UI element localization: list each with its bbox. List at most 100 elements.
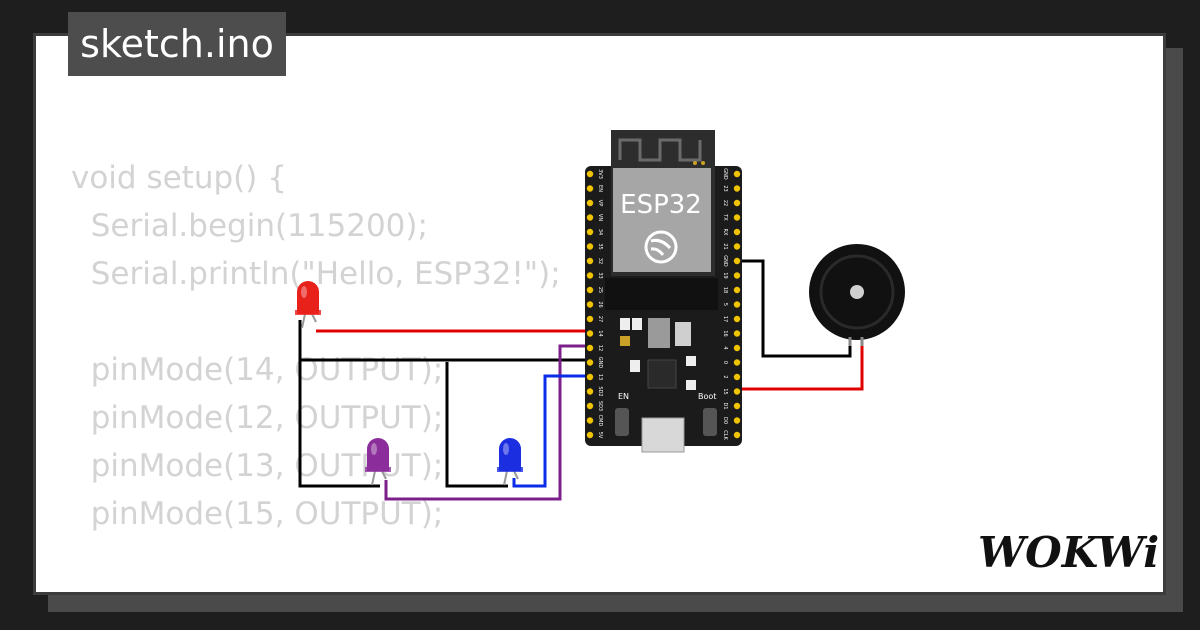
pin-label: GND [597, 357, 603, 369]
wire-buzzer-gnd[interactable] [737, 259, 852, 358]
pin-gnd[interactable] [586, 359, 594, 366]
pin-5v[interactable] [586, 431, 594, 439]
pin-d0[interactable] [733, 417, 741, 424]
pin-vp[interactable] [586, 199, 594, 207]
board-label: ESP32 [620, 190, 702, 220]
wires [298, 259, 864, 501]
pin-label: 13 [597, 374, 603, 380]
pin-label: CLK [722, 430, 728, 440]
code-line: void setup() { [71, 160, 287, 196]
micro-usb-port[interactable] [641, 417, 685, 453]
pin-label: 2 [722, 375, 728, 378]
pin-label: 5 [722, 303, 728, 306]
pin-label: 35 [597, 243, 603, 249]
wire-blue-led[interactable] [512, 374, 590, 488]
pin-32[interactable] [586, 257, 594, 265]
antenna-trace-icon [618, 138, 702, 162]
wire-buzzer-signal[interactable] [737, 340, 864, 391]
pin-12[interactable] [586, 344, 594, 352]
pin-label: VP [597, 200, 603, 206]
pin-label: 3V3 [597, 169, 603, 179]
usb-chip [647, 359, 677, 389]
pin-22[interactable] [733, 199, 741, 207]
pin-d1[interactable] [733, 402, 741, 410]
boot-label: Boot [698, 392, 716, 401]
pin-sd2[interactable] [586, 388, 594, 395]
pin-label: 16 [722, 330, 728, 336]
pin-tx[interactable] [733, 214, 741, 221]
pin-gnd[interactable] [733, 170, 741, 178]
pin-4[interactable] [733, 344, 741, 352]
wire-ground-left[interactable] [298, 320, 380, 488]
shield-can [613, 168, 711, 272]
pin-16[interactable] [733, 330, 741, 337]
pin-label: 27 [597, 316, 603, 322]
en-button[interactable] [615, 408, 629, 436]
pin-label: RX [722, 229, 728, 236]
pin-label: 4 [722, 346, 728, 349]
pin-label: EN [597, 185, 603, 192]
code-editor: void setup() { Serial.begin(115200); Ser… [71, 154, 561, 592]
code-line: pinMode(15, OUTPUT); [71, 496, 444, 532]
pin-label: 15 [722, 388, 728, 394]
pin-label: 18 [722, 287, 728, 293]
pin-35[interactable] [586, 243, 594, 250]
pin-label: 26 [597, 301, 603, 307]
pin-27[interactable] [586, 315, 594, 323]
led-purple[interactable] [365, 438, 391, 486]
pin-label: D1 [722, 402, 728, 409]
pin-label: TX [722, 213, 728, 221]
pin-label: 32 [597, 258, 603, 264]
pin-13[interactable] [586, 373, 594, 381]
file-tab[interactable]: sketch.ino [68, 12, 286, 76]
pin-26[interactable] [586, 301, 594, 308]
pin-clk[interactable] [733, 431, 741, 439]
pin-label: 19 [722, 272, 728, 278]
pin-17[interactable] [733, 315, 741, 323]
pin-gnd[interactable] [733, 257, 741, 265]
pin-label: 33 [597, 272, 603, 278]
pin-21[interactable] [733, 243, 741, 250]
code-line: Serial.println("Hello, ESP32!"); [71, 256, 561, 292]
pin-15[interactable] [733, 388, 741, 395]
wire-ground-blue[interactable] [445, 362, 508, 488]
piezo-buzzer[interactable] [809, 244, 905, 346]
pin-5[interactable] [733, 301, 741, 308]
pin-25[interactable] [586, 286, 594, 294]
pin-label: 21 [722, 243, 728, 249]
led-red[interactable] [295, 281, 321, 329]
code-line: pinMode(13, OUTPUT); [71, 448, 444, 484]
pin-label: 34 [597, 229, 603, 235]
pin-19[interactable] [733, 272, 741, 279]
pin-sd3[interactable] [586, 402, 594, 410]
pin-label: 22 [722, 200, 728, 206]
wire-purple-led[interactable] [384, 344, 590, 501]
pin-18[interactable] [733, 286, 741, 294]
pin-2[interactable] [733, 373, 741, 381]
boot-button[interactable] [703, 408, 717, 436]
led-blue[interactable] [497, 438, 523, 486]
pin-3v3[interactable] [586, 170, 594, 178]
pin-label: D0 [722, 417, 728, 424]
pin-cmd[interactable] [586, 417, 594, 424]
pin-label: 5V [597, 432, 603, 439]
pin-vn[interactable] [586, 214, 594, 221]
wokwi-logo-text: WOKWi [978, 528, 1159, 577]
espressif-logo-icon [644, 230, 678, 264]
pin-33[interactable] [586, 272, 594, 279]
pin-rx[interactable] [733, 228, 741, 236]
pin-label: 14 [597, 330, 603, 336]
code-line: pinMode(14, OUTPUT); [71, 352, 444, 388]
left-pin-header: 3V3ENVPVN343532332526271412GND13SD2SD3CM… [586, 169, 603, 439]
pin-label: 25 [597, 287, 603, 293]
pin-en[interactable] [586, 185, 594, 192]
pin-label: 0 [722, 361, 728, 364]
pin-23[interactable] [733, 185, 741, 192]
pin-34[interactable] [586, 228, 594, 236]
esp32-board[interactable]: ESP32 EN Boot 3V3ENVPVN34353233252627141… [585, 130, 742, 453]
pin-label: 12 [597, 345, 603, 351]
pin-0[interactable] [733, 359, 741, 366]
pin-14[interactable] [586, 330, 594, 337]
